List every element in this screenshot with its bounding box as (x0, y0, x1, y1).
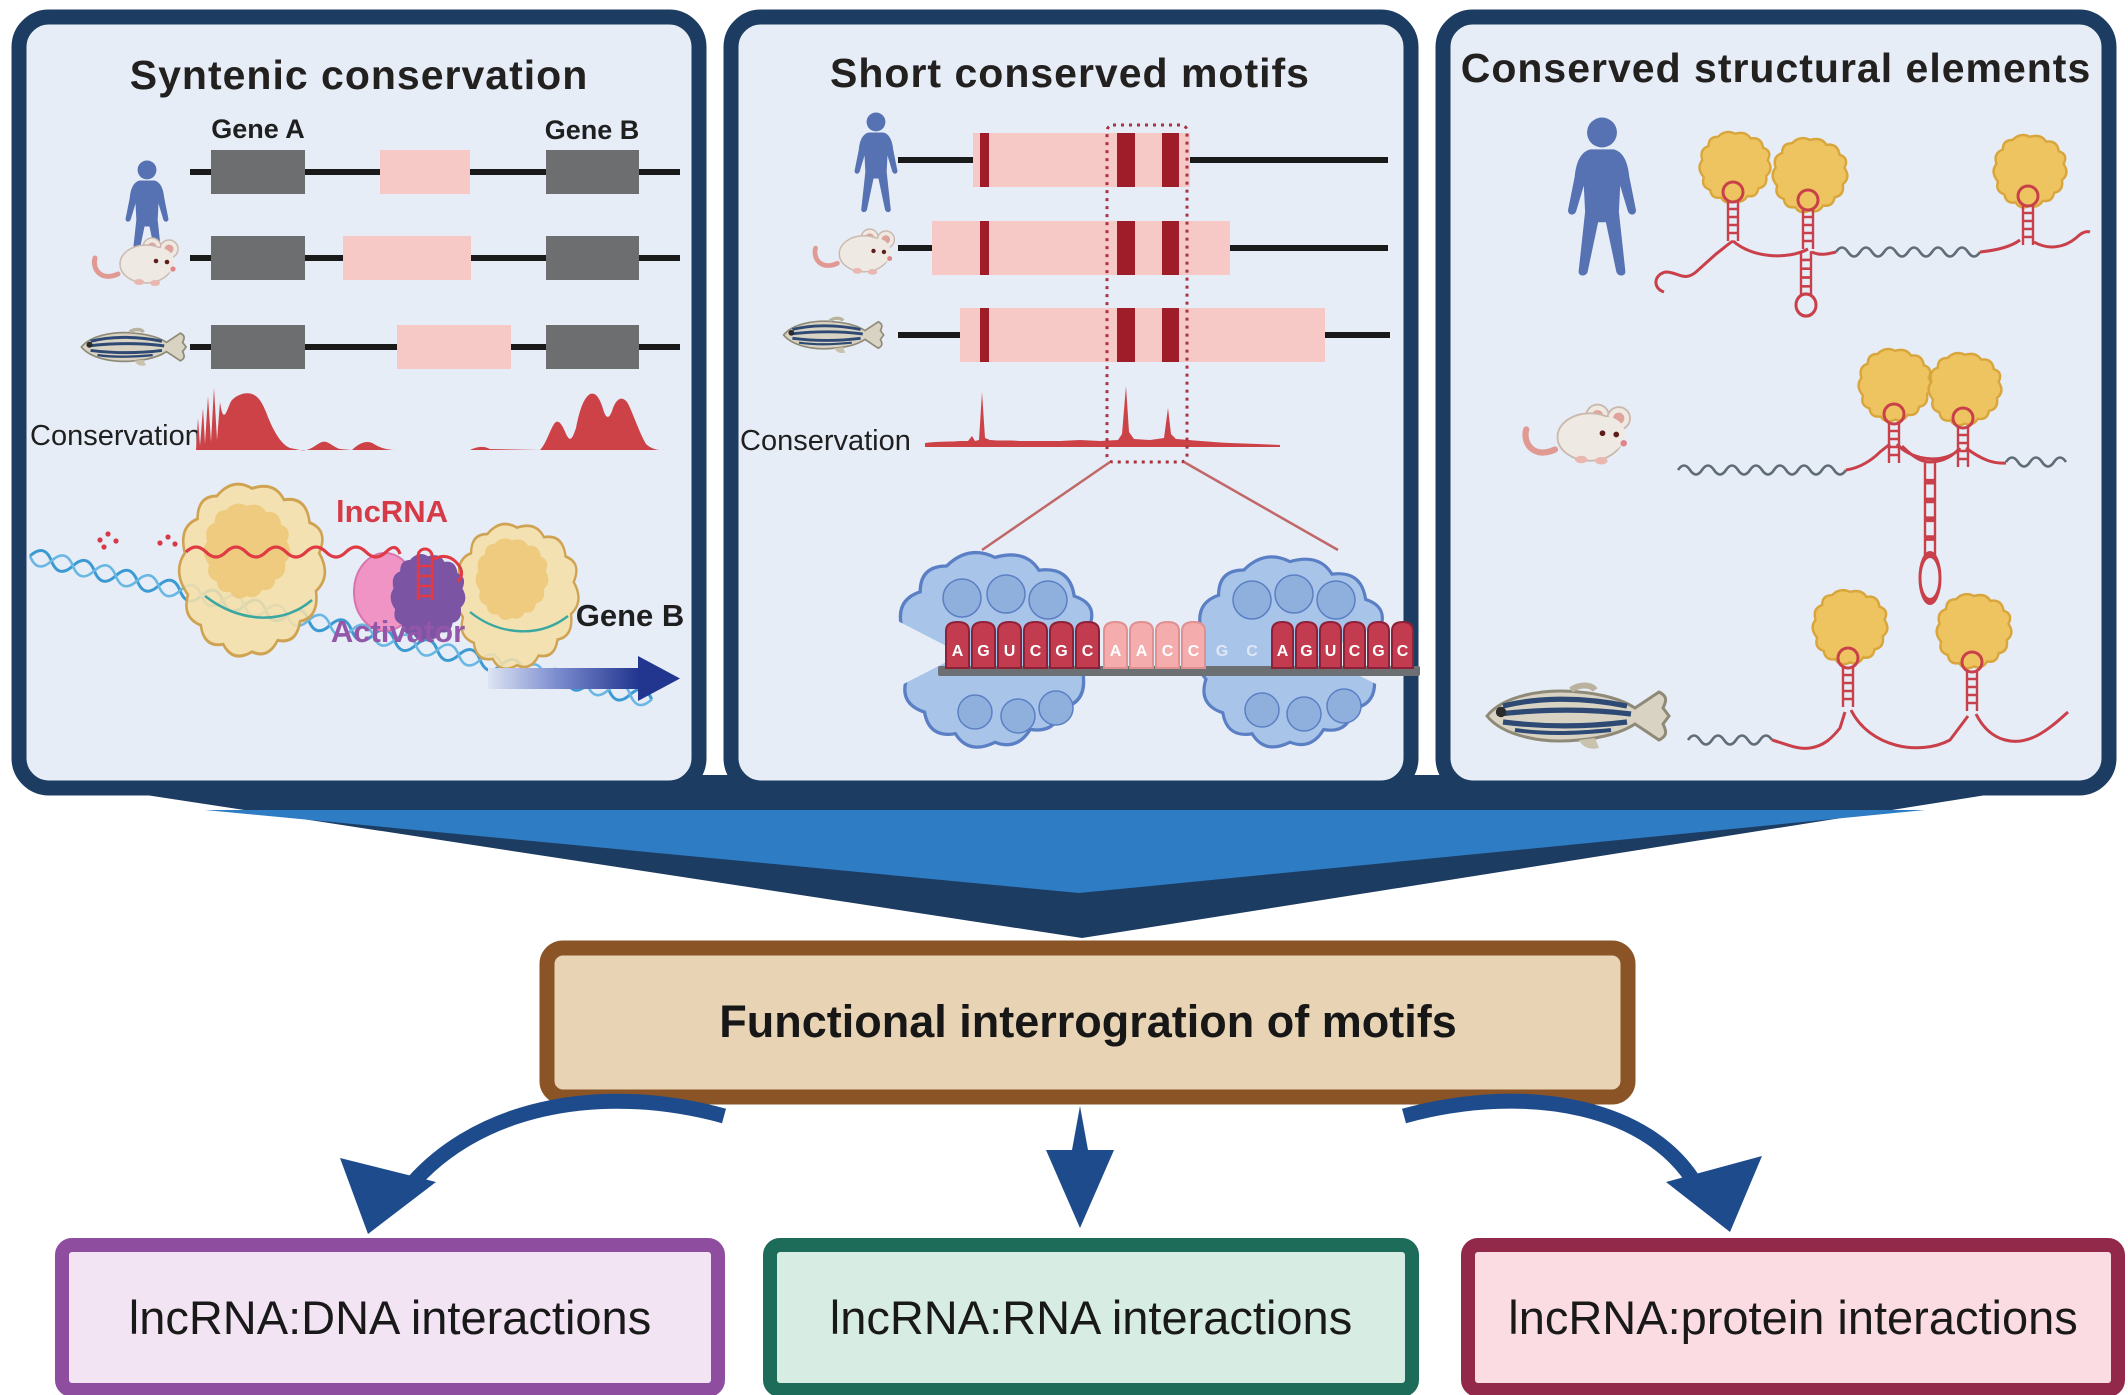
unstructured-rna-wave (1686, 734, 1774, 746)
lncrna-molecule (184, 545, 463, 600)
rna-base-tombstone (1075, 620, 1100, 669)
output-box-dna: lncRNA:DNA interactions (55, 1238, 725, 1395)
output-dna-label: lncRNA:DNA interactions (129, 1291, 651, 1344)
rna-base-letter: C (1030, 643, 1042, 660)
panel3-title: Conserved structural elements (1461, 45, 2092, 91)
output-box-protein: lncRNA:protein interactions (1461, 1238, 2125, 1395)
funnel-arrow (15, 775, 2113, 938)
rbp-binding-pockets (942, 574, 1362, 734)
rna-base-letter: G (1055, 643, 1067, 660)
transcription-bubble-strand (469, 611, 569, 633)
motif-track-zebrafish (898, 308, 1390, 362)
gene-track-mouse (190, 236, 680, 280)
rna-fragment-dots (97, 531, 178, 550)
gene-a-label: Gene A (211, 114, 305, 144)
unstructured-rna-wave (1676, 464, 1848, 476)
rna-base-tombstone (997, 620, 1022, 669)
transcription-bubble-strand (204, 594, 313, 619)
rna-base-letter: C (1349, 643, 1361, 660)
structure-row-mouse (1676, 347, 2068, 602)
structure-row-human (1654, 130, 2091, 318)
motif-zoom-rectangle (1105, 123, 1189, 464)
rna-base-letter: C (1162, 643, 1174, 660)
rna-base-tombstone (971, 620, 996, 669)
rna-base-tombstone (1155, 620, 1180, 669)
rna-base-letter: U (1004, 643, 1016, 660)
gene-b-label: Gene B (545, 115, 640, 145)
rna-base-letter: G (1300, 643, 1312, 660)
branch-arrows (340, 1093, 1762, 1234)
motif-track-mouse (898, 221, 1388, 275)
rna-base-letter: A (1136, 643, 1148, 660)
unstructured-rna-wave (1834, 246, 1982, 258)
rna-base-tombstone (1129, 620, 1154, 669)
rna-base-tombstone (1391, 620, 1414, 669)
rna-base-tombstone (1319, 620, 1342, 669)
rna-base-tombstone (1271, 620, 1294, 669)
output-rna-label: lncRNA:RNA interactions (830, 1291, 1352, 1344)
left-curved-arrow (396, 1093, 726, 1201)
rna-base-letter: G (977, 643, 989, 660)
rna-base-tombstone (1023, 620, 1048, 669)
conservation-plot-syntenic: Conservation (30, 388, 682, 452)
rna-strand (1979, 230, 2091, 254)
transcription-direction-arrow (488, 656, 680, 701)
center-box-label: Functional interrogration of motifs (719, 996, 1456, 1047)
rbp-blob-notch (888, 616, 962, 692)
rna-base-tombstone (1103, 620, 1128, 669)
center-box-functional-interrogation: Functional interrogration of motifs (539, 940, 1636, 1105)
transcription-illustration: lncRNA Activator Gene B (28, 482, 685, 707)
panel-conserved-structural-elements: Conserved structural elements (1435, 9, 2117, 796)
rna-base-tombstone (1343, 620, 1366, 669)
output-box-rna: lncRNA:RNA interactions (763, 1238, 1419, 1395)
unstructured-rna-wave (2004, 456, 2068, 468)
conservation-label: Conservation (30, 420, 201, 452)
conservation-plot-motifs: Conservation (740, 386, 1280, 457)
rna-base-letter: G (1216, 643, 1228, 660)
rna-base-tombstone (945, 620, 970, 669)
gene-track-zebrafish (190, 325, 680, 369)
rna-base-tombstone (1367, 620, 1390, 669)
right-arrowhead-icon (1666, 1156, 1762, 1232)
panel-syntenic-conservation: Syntenic conservation Gene A Gene B (11, 9, 707, 796)
output-protein-label: lncRNA:protein interactions (1508, 1291, 2078, 1344)
activator-label: Activator (331, 614, 465, 649)
gene-b-illustration-label: Gene B (576, 598, 685, 633)
rna-base-letter: U (1325, 643, 1337, 660)
rna-base-letter: A (1277, 643, 1289, 660)
rna-strand (1845, 442, 2007, 472)
gene-track-human: Gene A Gene B (190, 114, 680, 194)
rna-base-letter: A (952, 643, 964, 660)
rna-strand (1771, 709, 2069, 750)
rna-base-tombstone (1049, 620, 1074, 669)
rna-strand (1654, 239, 1837, 294)
rna-base-tombstone (1295, 620, 1318, 669)
rna-base-letter: C (1246, 643, 1258, 660)
rna-base-letter: G (1372, 643, 1384, 660)
rna-base-letter: C (1397, 643, 1409, 660)
right-curved-arrow (1402, 1093, 1707, 1196)
rna-base-letter: C (1188, 643, 1200, 660)
zoom-callout-line (981, 460, 1111, 552)
panel2-title: Short conserved motifs (830, 50, 1310, 96)
panel1-title: Syntenic conservation (130, 52, 588, 98)
motif-track-human (898, 133, 1388, 187)
middle-down-arrow (1046, 1106, 1114, 1228)
rna-base-letter: C (1082, 643, 1094, 660)
lncrna-label: lncRNA (336, 494, 448, 529)
rna-base-tombstone (1181, 620, 1206, 669)
zoom-callout-line (1183, 460, 1339, 552)
structure-row-zebrafish (1686, 588, 2069, 750)
left-arrowhead-icon (340, 1158, 436, 1234)
rna-base-letter: A (1110, 643, 1122, 660)
conservation-label: Conservation (740, 425, 911, 457)
panel-short-conserved-motifs: Short conserved motifs Conservation (723, 9, 1420, 796)
